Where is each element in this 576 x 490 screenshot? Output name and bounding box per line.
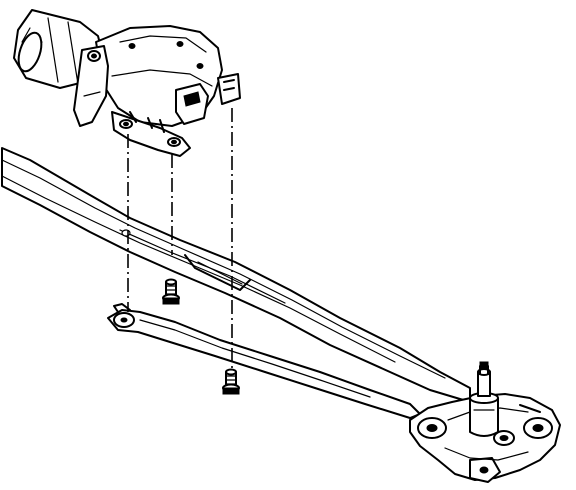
wiper-pivot-housing	[409, 393, 561, 483]
alignment-lines	[127, 108, 233, 370]
wiper-transmission-linkage	[1, 147, 471, 403]
mounting-bolt-1	[162, 278, 180, 305]
wiper-pivot-shaft	[469, 361, 499, 437]
motor-mounting-bracket	[111, 111, 191, 157]
mounting-bolt-2	[222, 368, 240, 395]
wiper-motor	[13, 9, 241, 127]
